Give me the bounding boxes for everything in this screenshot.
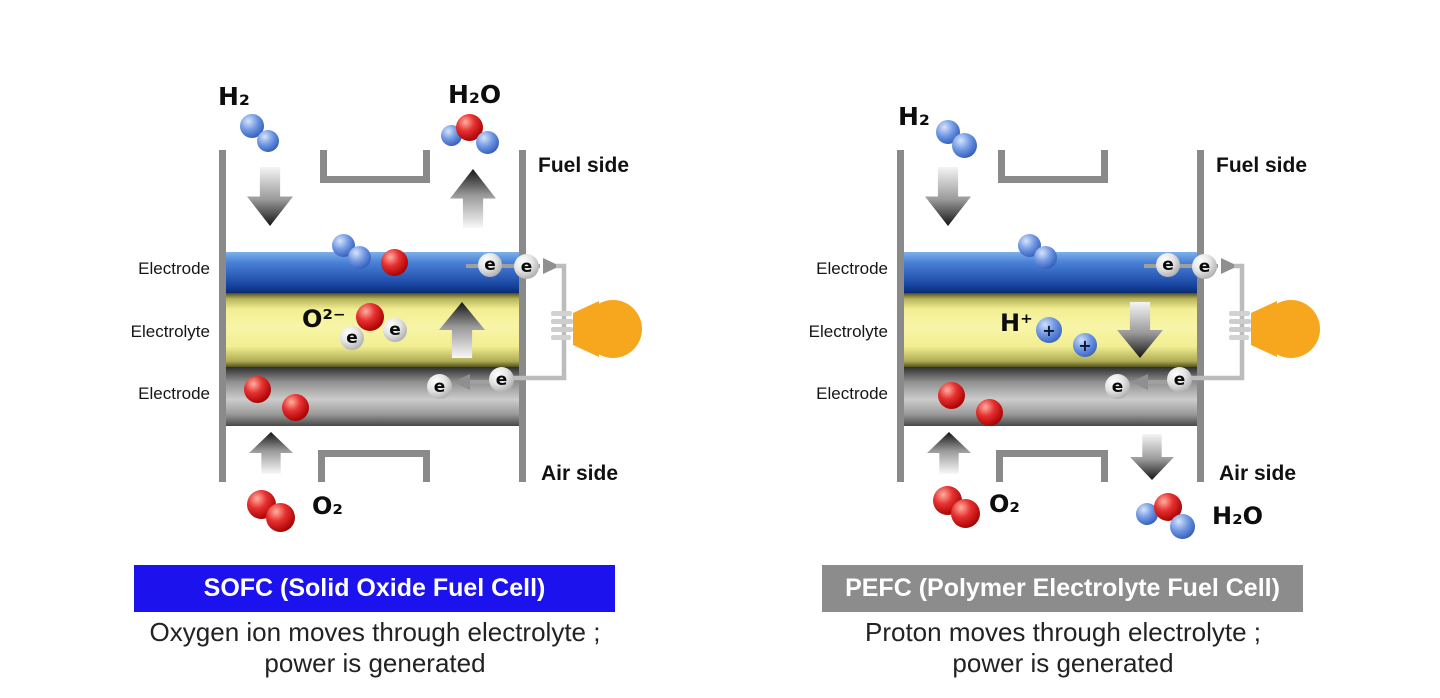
- sofc-title-banner: SOFC (Solid Oxide Fuel Cell): [134, 565, 615, 612]
- sofc-caption-line1: Oxygen ion moves through electrolyte ;: [149, 617, 601, 647]
- bulb-icon: [1262, 300, 1320, 358]
- fuel-side-label: Fuel side: [538, 154, 630, 177]
- h2o-outlet-arrow-icon: [450, 169, 496, 228]
- oxygen-atom: [244, 376, 271, 403]
- h2-label: H₂: [898, 102, 930, 131]
- proton: +: [1036, 317, 1062, 343]
- pefc-right-wall: [1197, 150, 1204, 482]
- oxygen-ion: [356, 303, 384, 331]
- h2o-molecule: [1136, 503, 1158, 525]
- h2-molecule: [257, 130, 279, 152]
- o2-label: O₂: [312, 492, 343, 520]
- h2o-label: H₂O: [448, 80, 502, 109]
- h2o-molecule: [476, 131, 499, 154]
- pefc-circuit-and-bulb: [1131, 258, 1320, 390]
- h2-molecule: [348, 246, 371, 269]
- pefc-fuel-channel: [998, 150, 1108, 183]
- pefc-caption: Proton moves through electrolyte ; power…: [745, 617, 1381, 679]
- h2o-label: H₂O: [1212, 502, 1263, 530]
- electron: e: [478, 253, 502, 277]
- air-side-label: Air side: [541, 462, 619, 485]
- oxygen-atom: [381, 249, 408, 276]
- sofc-air-channel: [318, 450, 430, 482]
- sofc-caption-line2: power is generated: [264, 648, 486, 678]
- proton: +: [1073, 333, 1097, 357]
- sofc-diagram: H₂ H₂O Fuel side O²⁻ e e e e e e O₂ Air …: [57, 80, 693, 679]
- proton-label: H⁺: [1000, 309, 1033, 337]
- pefc-caption-line2: power is generated: [952, 648, 1174, 678]
- pefc-title-banner: PEFC (Polymer Electrolyte Fuel Cell): [822, 565, 1303, 612]
- electron: e: [1192, 254, 1217, 279]
- electron: e: [1167, 367, 1192, 392]
- electron: e: [427, 374, 452, 399]
- h2-molecule: [1034, 246, 1057, 269]
- electron: e: [1105, 374, 1130, 399]
- bulb-icon: [584, 300, 642, 358]
- pefc-left-wall: [897, 150, 904, 482]
- electrode-top-label: Electrode: [138, 259, 210, 278]
- h2-inlet-arrow-icon: [925, 167, 971, 226]
- pefc-caption-line1: Proton moves through electrolyte ;: [865, 617, 1261, 647]
- electrode-bottom-label: Electrode: [816, 384, 888, 403]
- o2-inlet-arrow-icon: [927, 432, 971, 474]
- sofc-right-wall: [519, 150, 526, 482]
- h2o-outlet-arrow-icon: [1130, 434, 1174, 480]
- electrolyte-label: Electrolyte: [808, 322, 888, 341]
- electrode-bottom-label: Electrode: [138, 384, 210, 403]
- h2-inlet-arrow-icon: [247, 167, 293, 226]
- o2-molecule: [266, 503, 295, 532]
- electrode-top-label: Electrode: [816, 259, 888, 278]
- electrolyte-label: Electrolyte: [130, 322, 210, 341]
- oxygen-ion-label: O²⁻: [302, 305, 346, 333]
- sofc-left-wall: [219, 150, 226, 482]
- h2-label: H₂: [218, 82, 250, 111]
- o2-inlet-arrow-icon: [249, 432, 293, 474]
- electron: e: [383, 318, 407, 342]
- electron: e: [1156, 253, 1180, 277]
- sofc-electrode-top-band: [223, 252, 523, 293]
- air-side-label: Air side: [1219, 462, 1297, 485]
- oxygen-atom: [976, 399, 1003, 426]
- sofc-caption: Oxygen ion moves through electrolyte ; p…: [57, 617, 693, 679]
- h2-molecule: [952, 133, 977, 158]
- fuel-side-label: Fuel side: [1216, 154, 1308, 177]
- sofc-fuel-channel: [320, 150, 430, 183]
- electron: e: [489, 367, 514, 392]
- sofc-electrode-bottom-band: [223, 367, 523, 426]
- oxygen-atom: [938, 382, 965, 409]
- o2-label: O₂: [989, 490, 1020, 518]
- pefc-diagram: H₂ Fuel side H⁺ + + e e e e O₂ H₂O Air s…: [678, 0, 1440, 698]
- electron: e: [340, 326, 364, 350]
- o2-molecule: [951, 499, 980, 528]
- pefc-air-channel: [996, 450, 1108, 482]
- electron: e: [514, 254, 539, 279]
- oxygen-atom: [282, 394, 309, 421]
- h2o-molecule: [1170, 514, 1195, 539]
